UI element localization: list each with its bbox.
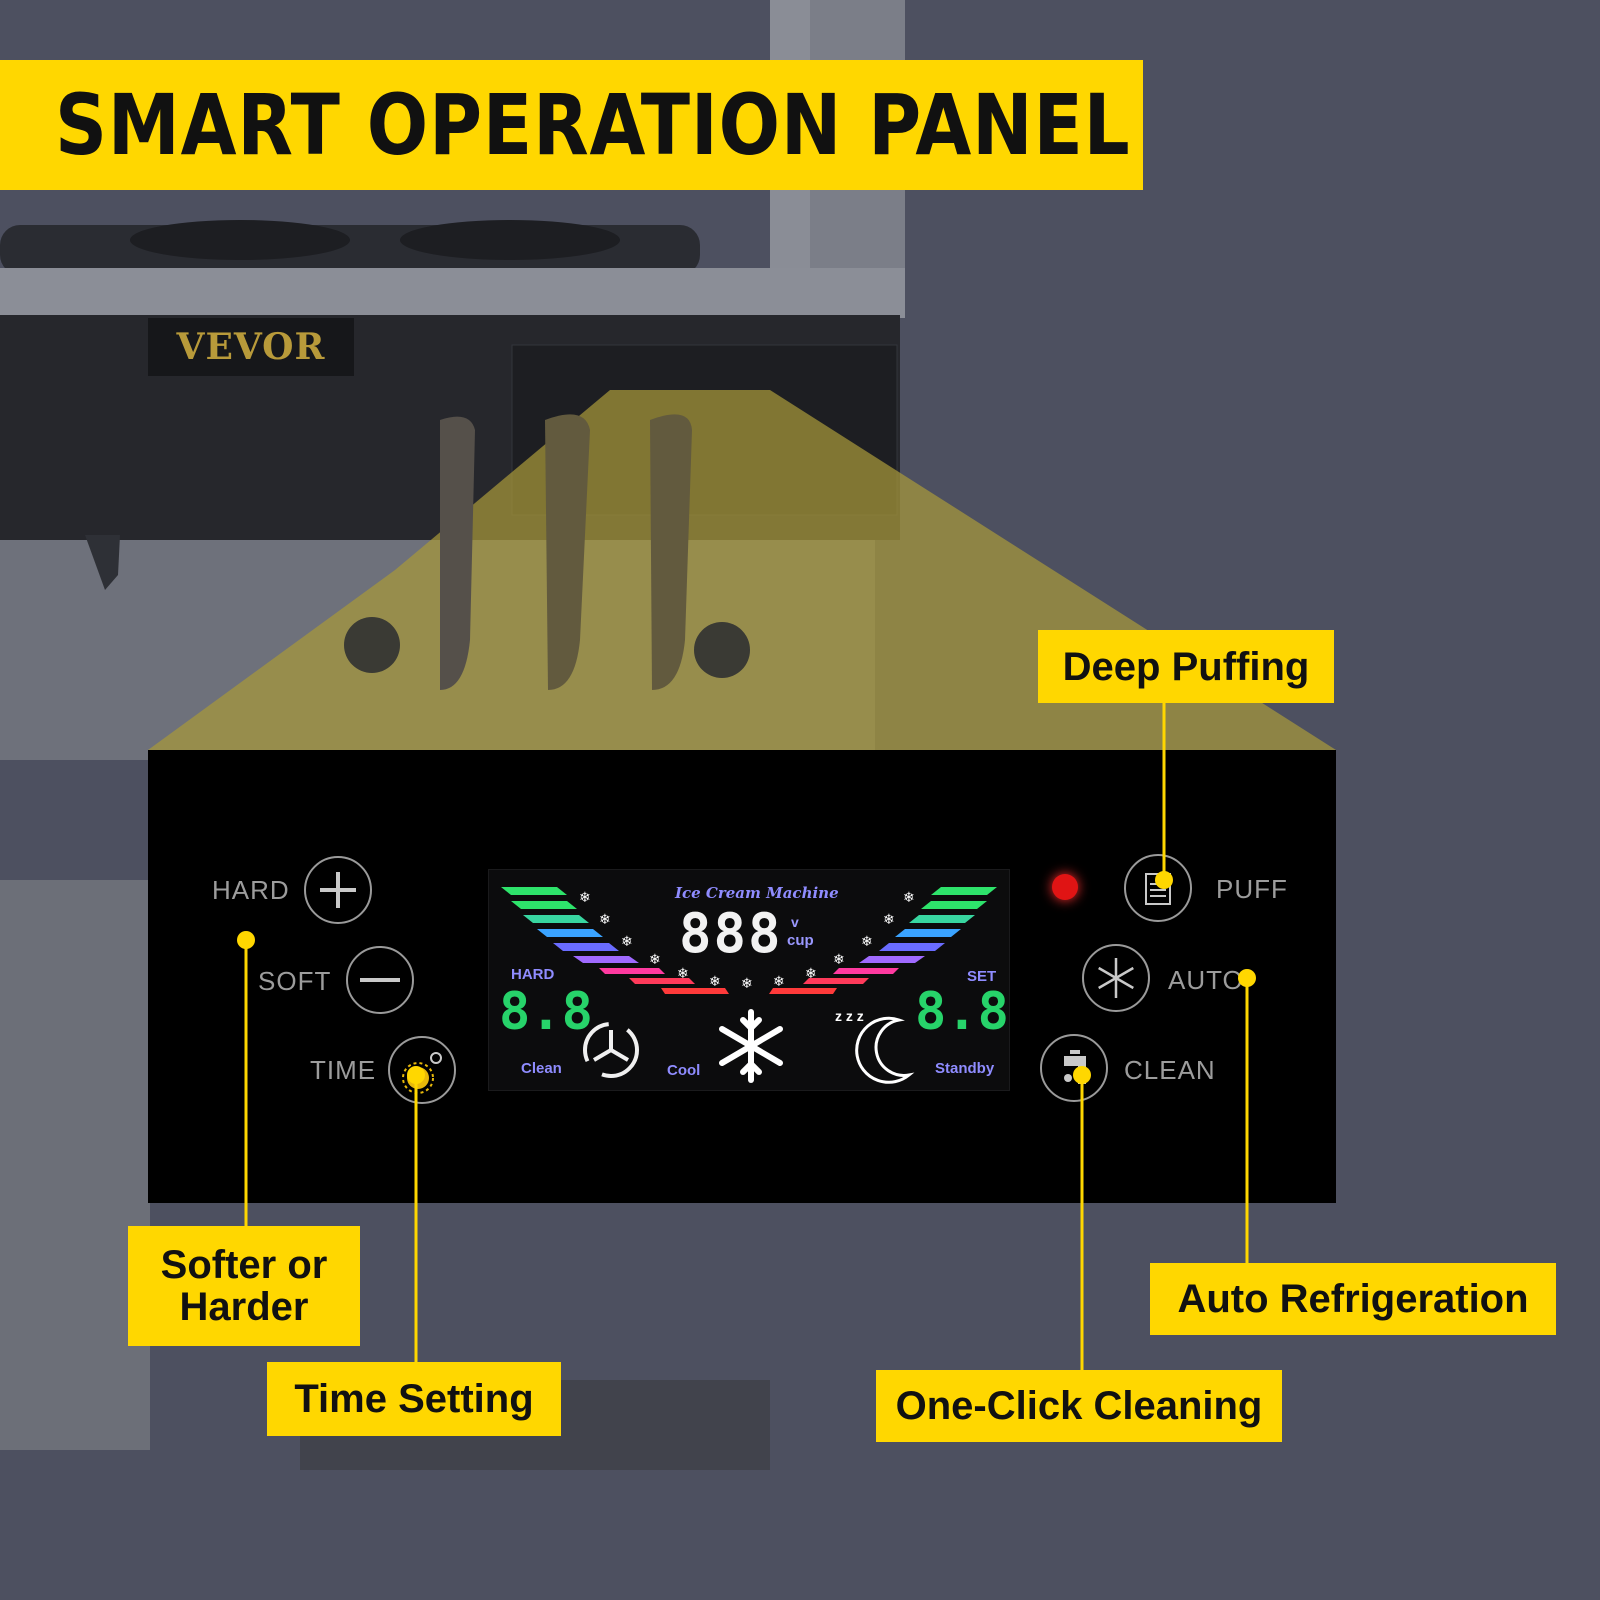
cool-snowflake-icon bbox=[719, 1009, 783, 1083]
headline-banner: SMART OPERATION PANEL bbox=[0, 60, 1143, 190]
svg-text:❄: ❄ bbox=[649, 952, 661, 968]
hardness-value: 8.8 bbox=[499, 982, 593, 1042]
svg-text:❄: ❄ bbox=[741, 976, 753, 992]
callout-time-setting-text: Time Setting bbox=[294, 1377, 534, 1421]
callout-deep-puffing: Deep Puffing bbox=[1038, 630, 1334, 703]
timer-icon bbox=[402, 1052, 442, 1094]
callout-one-click-cleaning-text: One-Click Cleaning bbox=[895, 1384, 1263, 1428]
svg-text:❄: ❄ bbox=[677, 966, 689, 982]
hard-button[interactable] bbox=[304, 856, 372, 924]
puff-icon bbox=[1145, 873, 1171, 905]
clean-button[interactable] bbox=[1040, 1034, 1108, 1102]
svg-text:❄: ❄ bbox=[709, 974, 721, 990]
lcd-graphics: ❄ ❄ ❄ ❄ ❄ ❄ ❄ ❄ ❄ ❄ ❄ ❄ ❄ bbox=[501, 887, 997, 1084]
left-level-bars bbox=[501, 887, 729, 994]
clean-label: CLEAN bbox=[1124, 1055, 1216, 1085]
moon-icon bbox=[855, 1016, 915, 1084]
hard-label: HARD bbox=[212, 875, 290, 905]
auto-label: AUTO bbox=[1168, 965, 1244, 995]
minus-icon bbox=[360, 978, 400, 982]
fan-icon bbox=[583, 1022, 639, 1078]
puff-button[interactable] bbox=[1124, 854, 1192, 922]
time-label: TIME bbox=[310, 1055, 377, 1085]
svg-text:❄: ❄ bbox=[599, 912, 611, 928]
headline-text: SMART OPERATION PANEL bbox=[55, 76, 1131, 174]
svg-text:❄: ❄ bbox=[621, 934, 633, 950]
callout-auto-refrigeration: Auto Refrigeration bbox=[1150, 1263, 1556, 1335]
set-value: 8.8 bbox=[915, 982, 1009, 1042]
svg-text:❄: ❄ bbox=[805, 966, 817, 982]
time-button[interactable] bbox=[388, 1036, 456, 1104]
snowflake-icon bbox=[1098, 958, 1134, 998]
brand-name: VEVOR bbox=[176, 326, 326, 368]
zzz-mark: z z z bbox=[835, 1008, 864, 1024]
callout-deep-puffing-text: Deep Puffing bbox=[1062, 644, 1310, 689]
callout-softer-harder: Softer or Harder bbox=[128, 1226, 360, 1346]
svg-text:❄: ❄ bbox=[861, 934, 873, 950]
power-indicator-light bbox=[1052, 874, 1078, 900]
auto-button[interactable] bbox=[1082, 944, 1150, 1012]
svg-text:❄: ❄ bbox=[773, 974, 785, 990]
svg-text:❄: ❄ bbox=[903, 890, 915, 906]
soft-label: SOFT bbox=[258, 966, 332, 996]
display-title: Ice Cream Machine bbox=[675, 884, 839, 902]
soft-button[interactable] bbox=[346, 946, 414, 1014]
callout-one-click-cleaning: One-Click Cleaning bbox=[876, 1370, 1282, 1442]
display-hard-label: HARD bbox=[511, 966, 555, 983]
svg-text:❄: ❄ bbox=[883, 912, 895, 928]
svg-text:❄: ❄ bbox=[579, 890, 591, 906]
callout-softer-harder-text: Softer or Harder bbox=[160, 1243, 328, 1329]
callout-auto-refrigeration-text: Auto Refrigeration bbox=[1177, 1277, 1529, 1321]
puff-label: PUFF bbox=[1216, 874, 1288, 904]
cool-mode-label: Cool bbox=[667, 1062, 701, 1079]
plus-icon bbox=[320, 872, 356, 908]
cup-counter: 888 bbox=[679, 902, 783, 965]
svg-text:❄: ❄ bbox=[833, 952, 845, 968]
lcd-display: ❄ ❄ ❄ ❄ ❄ ❄ ❄ ❄ ❄ ❄ ❄ ❄ ❄ bbox=[488, 869, 1010, 1091]
faucet-icon bbox=[1064, 1050, 1086, 1084]
vevor-logo: VEVOR bbox=[148, 318, 354, 376]
standby-mode-label: Standby bbox=[935, 1060, 995, 1077]
right-level-bars bbox=[769, 887, 997, 994]
unit-cup: cup bbox=[787, 932, 814, 949]
clean-mode-label: Clean bbox=[521, 1060, 562, 1077]
unit-v: v bbox=[791, 914, 799, 930]
callout-time-setting: Time Setting bbox=[267, 1362, 561, 1436]
display-set-label: SET bbox=[967, 968, 997, 985]
